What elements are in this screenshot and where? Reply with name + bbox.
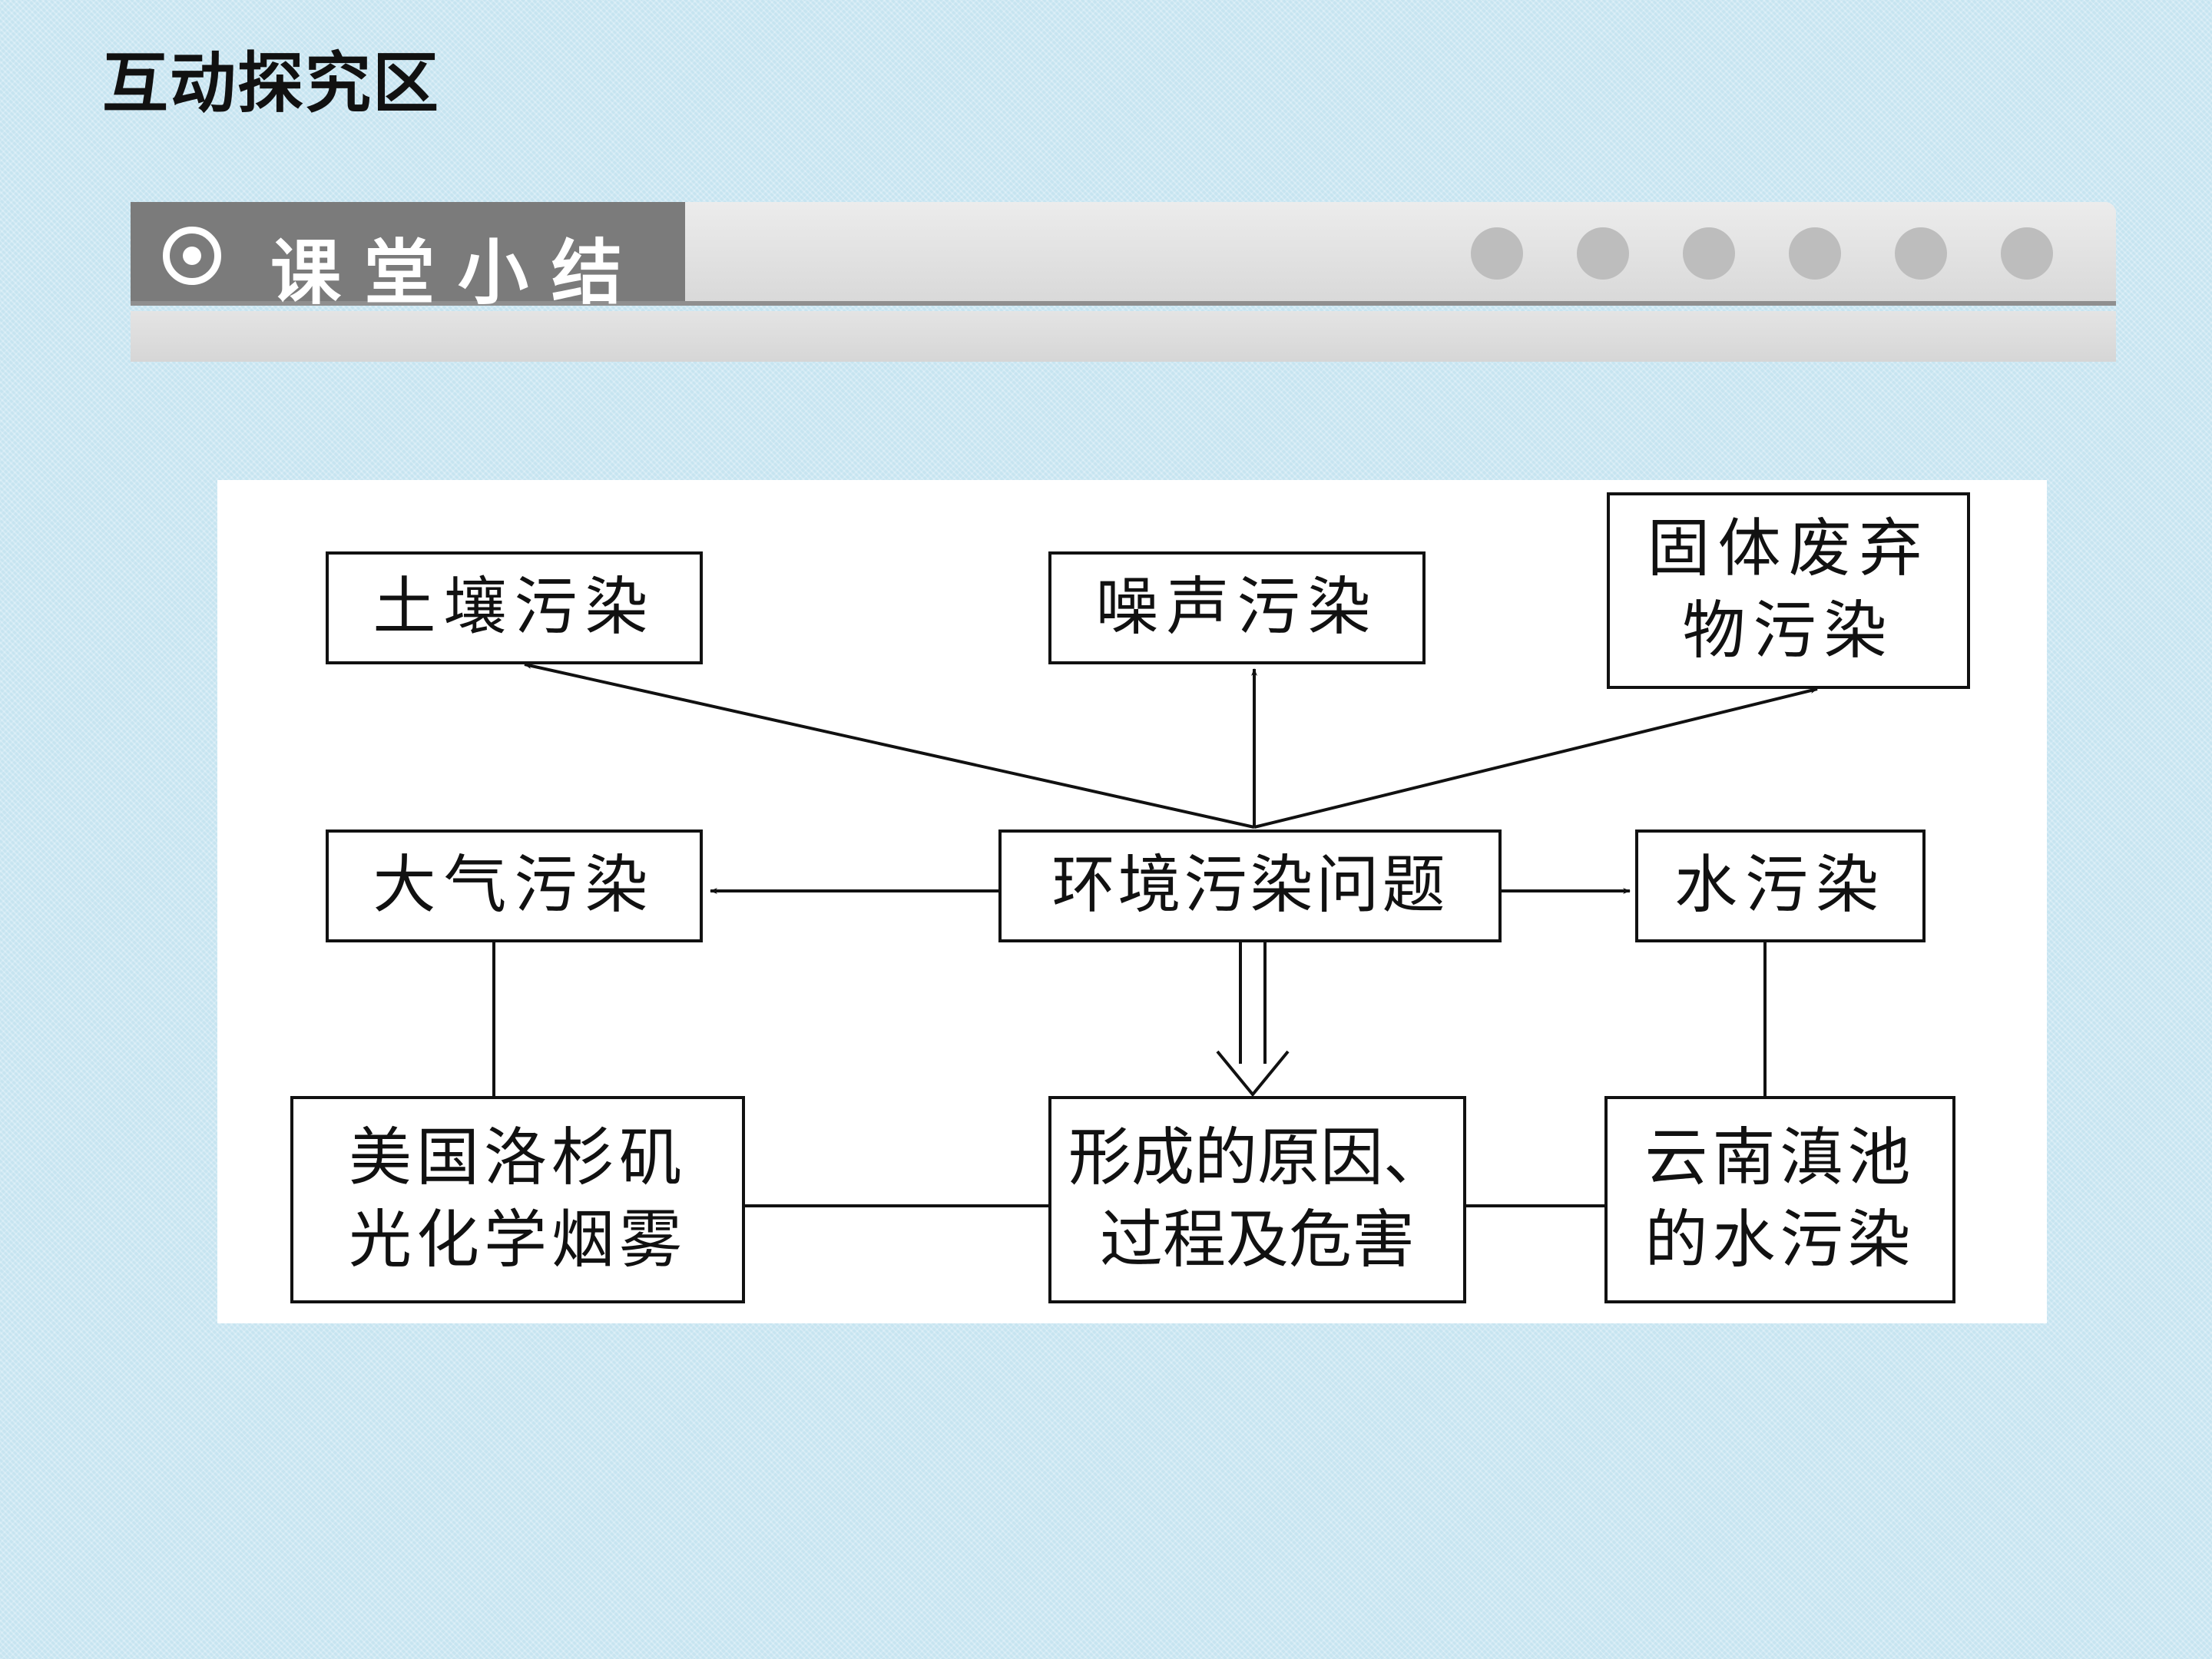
node-label-line: 形成的原因、 (1068, 1121, 1446, 1195)
banner-shadow-bar (131, 311, 2116, 362)
node-noise-pollution: 噪声污染 (1048, 551, 1426, 664)
banner-decor-dot (1683, 227, 1735, 280)
node-label-line: 物污染 (1682, 594, 1895, 667)
target-circle-icon (163, 227, 221, 285)
double-arrow-head (1216, 1050, 1290, 1098)
node-soil-pollution: 土壤污染 (326, 551, 703, 664)
node-dianchi-pollution: 云南滇池 的水污染 (1604, 1096, 1955, 1303)
section-banner: 课堂小结 (131, 202, 2116, 363)
node-environment-problem: 环境污染问题 (998, 830, 1502, 942)
node-label-line: 美国洛杉矶 (348, 1121, 687, 1195)
node-label: 水污染 (1674, 849, 1886, 922)
page-title: 互动探究区 (102, 45, 440, 122)
node-label: 环境污染问题 (1051, 849, 1449, 922)
node-cause-process-harm: 形成的原因、 过程及危害 (1048, 1096, 1466, 1303)
banner-decor-dot (1471, 227, 1523, 280)
target-circle-dot (183, 247, 201, 265)
arrow-to-solid (1253, 687, 1818, 829)
node-label-line: 过程及危害 (1099, 1204, 1415, 1277)
node-label-line: 的水污染 (1644, 1204, 1916, 1277)
node-solid-waste-pollution: 固体废弃 物污染 (1607, 492, 1970, 689)
arrow-to-soil (524, 663, 1255, 829)
banner-decor-dot (2001, 227, 2053, 280)
banner-decor-dot (1895, 227, 1947, 280)
node-label-line: 云南滇池 (1644, 1121, 1916, 1195)
node-air-pollution: 大气污染 (326, 830, 703, 942)
node-label: 土壤污染 (373, 571, 656, 644)
node-label-line: 光化学烟雾 (348, 1204, 687, 1277)
banner-decor-dot (1577, 227, 1629, 280)
node-label: 大气污染 (373, 849, 656, 922)
node-label: 噪声污染 (1095, 571, 1379, 644)
diagram-connectors (492, 663, 1818, 1207)
concept-diagram: 土壤污染 噪声污染 固体废弃 物污染 大气污染 环境污染问题 水污染 美国洛杉矶… (217, 480, 2047, 1323)
node-label-line: 固体废弃 (1647, 512, 1930, 586)
banner-label-box: 课堂小结 (131, 202, 685, 314)
banner-label: 课堂小结 (270, 232, 646, 314)
node-water-pollution: 水污染 (1635, 830, 1926, 942)
banner-decor-dot (1789, 227, 1841, 280)
node-la-smog: 美国洛杉矶 光化学烟雾 (290, 1096, 745, 1303)
